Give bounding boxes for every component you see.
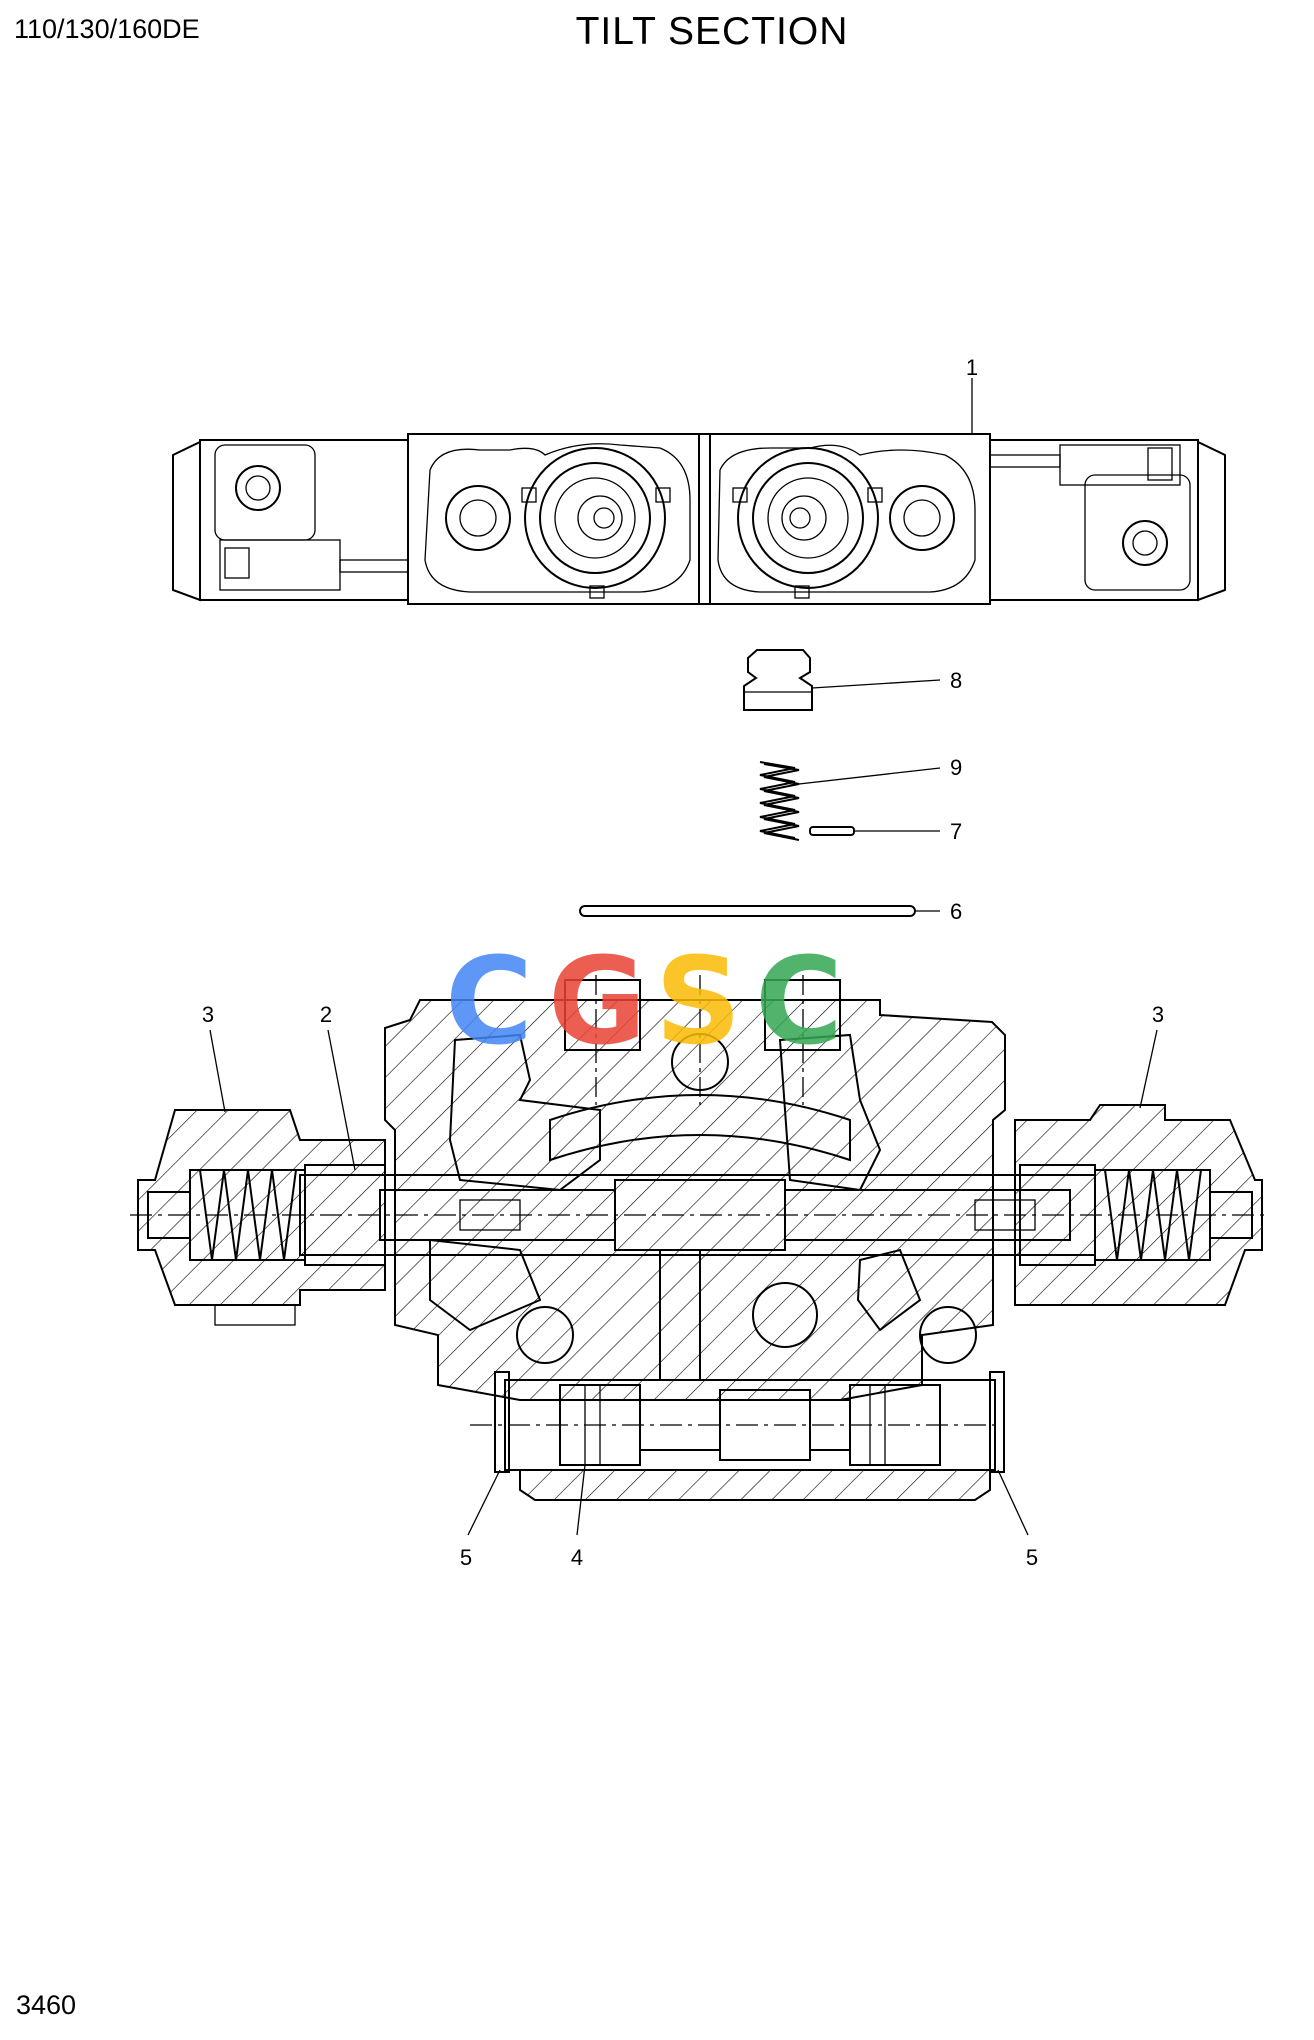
callout-leader-5-left	[467, 1469, 501, 1536]
pin-part-7	[809, 826, 940, 836]
callout-6: 6	[950, 899, 962, 924]
valve-top-view	[172, 378, 1226, 605]
callout-leader-3-right	[1139, 1029, 1158, 1109]
callout-8: 8	[950, 668, 962, 693]
callout-leader-3-left	[209, 1029, 226, 1113]
cgsc-watermark: C G S C	[445, 933, 843, 1072]
callout-5-left: 5	[460, 1545, 472, 1570]
callout-leader-4	[576, 1464, 586, 1536]
svg-text:G: G	[548, 933, 647, 1072]
callout-3-left: 3	[202, 1002, 214, 1027]
page-number: 3460	[16, 1990, 77, 2020]
svg-text:S: S	[655, 933, 741, 1072]
callout-4: 4	[571, 1545, 583, 1570]
valve-cross-section	[130, 975, 1265, 1501]
callout-3-right: 3	[1152, 1002, 1164, 1027]
svg-text:C: C	[445, 933, 533, 1072]
callout-leader-2	[327, 1029, 356, 1171]
model-number: 110/130/160DE	[14, 14, 200, 44]
callout-leader-5-right	[997, 1469, 1029, 1536]
spring-part-9	[759, 761, 941, 841]
callout-9: 9	[950, 755, 962, 780]
callout-5-right: 5	[1026, 1545, 1038, 1570]
plug-part-8	[743, 649, 941, 711]
callout-1: 1	[966, 355, 978, 380]
page-title: TILT SECTION	[575, 10, 849, 53]
callout-7: 7	[950, 819, 962, 844]
seal-rod-part-6	[579, 905, 940, 917]
svg-text:C: C	[755, 933, 843, 1072]
callout-2: 2	[320, 1002, 332, 1027]
